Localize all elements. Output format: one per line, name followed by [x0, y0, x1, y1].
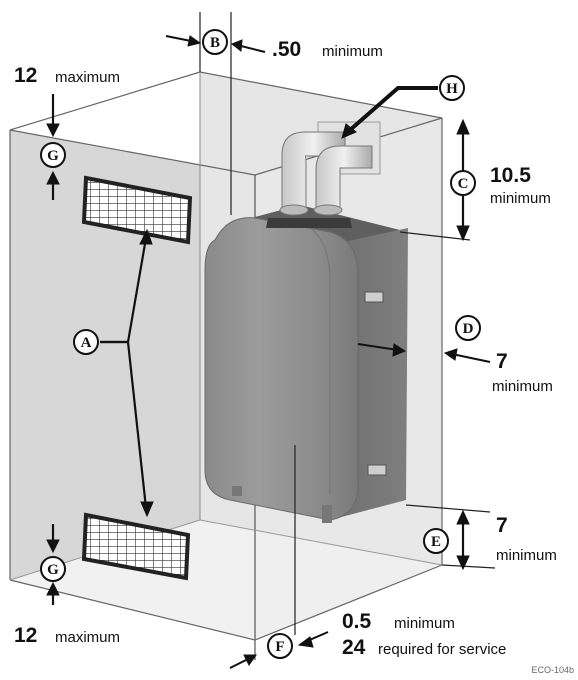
figure-id: ECO-104b	[531, 665, 574, 675]
label-f-value-2: 24	[342, 636, 366, 659]
callout-a-letter: A	[81, 335, 92, 351]
label-f: 0.5 minimum 24 required for service	[342, 610, 506, 659]
dimension-lines	[199, 12, 496, 635]
label-e: 7 minimum	[496, 514, 557, 564]
label-e-value: 7	[496, 514, 508, 537]
label-c: 10.5 minimum	[490, 164, 551, 207]
label-g-top-note: maximum	[55, 69, 120, 86]
callout-c: C	[450, 170, 476, 196]
callout-g-bottom-letter: G	[47, 562, 59, 578]
callout-e: E	[423, 528, 449, 554]
label-b-note: minimum	[322, 43, 383, 60]
callout-a: A	[73, 329, 99, 355]
label-f-note-2: required for service	[378, 641, 506, 658]
callout-b: B	[202, 29, 228, 55]
label-g-top-value: 12	[14, 64, 37, 87]
callout-h: H	[439, 75, 465, 101]
pipe-fitting-lower	[367, 464, 387, 476]
vent-grille-bottom	[81, 512, 191, 581]
callout-f-letter: F	[275, 639, 284, 655]
label-d-value: 7	[496, 350, 508, 373]
callout-c-letter: C	[458, 176, 469, 192]
callout-g-bottom: G	[40, 556, 66, 582]
callout-g-top: G	[40, 142, 66, 168]
vent-grille-top	[81, 175, 193, 245]
callout-b-letter: B	[210, 35, 220, 51]
label-g-bottom-note: maximum	[55, 629, 120, 646]
label-f-note-1: minimum	[394, 615, 455, 632]
label-d: 7 minimum	[492, 350, 553, 395]
label-e-note: minimum	[496, 547, 557, 564]
water-heater	[204, 205, 408, 523]
arrows	[46, 35, 491, 669]
label-c-note: minimum	[490, 190, 551, 207]
callout-g-top-letter: G	[47, 148, 59, 164]
label-d-note: minimum	[492, 378, 553, 395]
callout-h-letter: H	[446, 81, 458, 97]
label-b-value: .50	[272, 38, 301, 61]
callout-d: D	[455, 315, 481, 341]
heater-front	[204, 217, 359, 521]
callout-d-letter: D	[463, 321, 474, 337]
label-g-bottom-value: 12	[14, 624, 37, 647]
label-f-value-1: 0.5	[342, 610, 372, 633]
callout-e-letter: E	[431, 534, 441, 550]
pipe-fitting-upper	[364, 291, 384, 303]
callout-f: F	[267, 633, 293, 659]
label-c-value: 10.5	[490, 164, 531, 187]
label-b: .50 minimum	[272, 38, 383, 61]
label-g-bottom: 12 maximum	[14, 624, 120, 647]
label-g-top: 12 maximum	[14, 64, 120, 87]
